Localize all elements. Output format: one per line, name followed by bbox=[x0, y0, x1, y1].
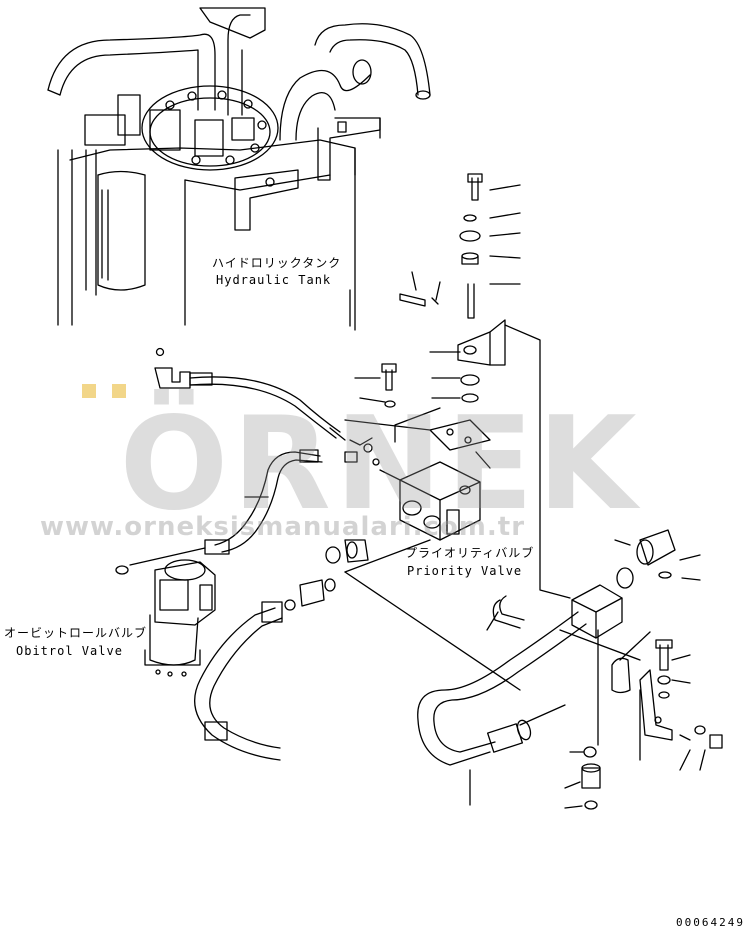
small-pipes bbox=[486, 595, 525, 631]
orbitrol-valve-label-en: Obitrol Valve bbox=[16, 644, 123, 658]
watermark-word: ÖRNEK bbox=[119, 390, 641, 539]
priority-valve-label-jp: プライオリティバルブ bbox=[405, 546, 535, 560]
right-fittings bbox=[564, 529, 723, 810]
right-bracket-assembly bbox=[344, 173, 571, 599]
pipe-loop bbox=[417, 584, 641, 806]
lower-hose bbox=[194, 601, 283, 761]
watermark-umlaut-dot bbox=[112, 384, 126, 398]
hose-assemblies bbox=[115, 347, 380, 575]
hydraulic-tank-label-en: Hydraulic Tank bbox=[216, 273, 332, 287]
priority-valve-body bbox=[379, 461, 481, 541]
hydraulic-tank-label-jp: ハイドロリックタンク bbox=[212, 256, 342, 270]
drawing-code: 00064249 bbox=[676, 916, 745, 929]
orbitrol-valve-body bbox=[144, 559, 216, 677]
orbitrol-valve-label-jp: オービットロールバルブ bbox=[4, 626, 148, 640]
valve-fittings bbox=[284, 539, 521, 691]
watermark-umlaut-dot bbox=[82, 384, 96, 398]
watermark-url: www.orneksismanualari.com.tr bbox=[40, 512, 526, 542]
priority-valve-label-en: Priority Valve bbox=[407, 564, 523, 578]
hydraulic-tank-assembly bbox=[47, 7, 431, 331]
